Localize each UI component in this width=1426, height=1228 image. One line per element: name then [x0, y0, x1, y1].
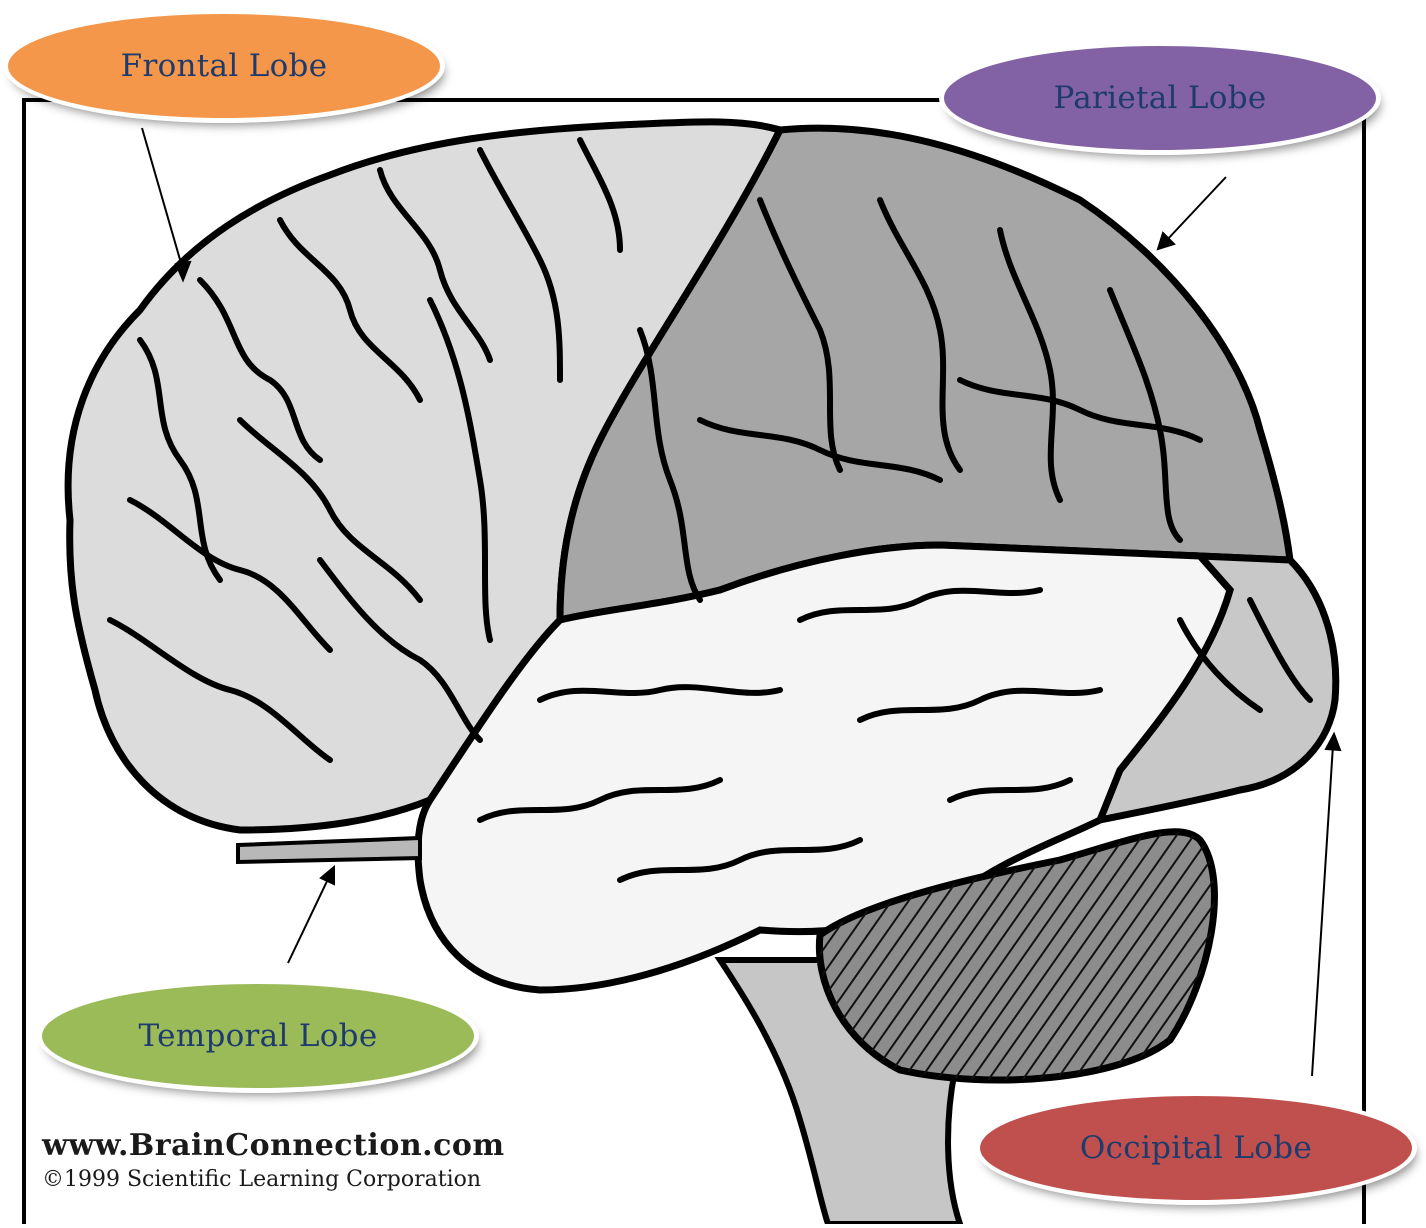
frontal-lobe-label: Frontal Lobe [8, 14, 440, 118]
occipital-arrowhead-icon [1326, 734, 1340, 750]
parietal-arrow-line [1166, 177, 1226, 241]
credit-copyright: ©1999 Scientific Learning Corporation [42, 1167, 505, 1192]
temporal-arrow-line [288, 877, 329, 963]
credit-block: www.BrainConnection.com ©1999 Scientific… [42, 1128, 505, 1192]
temporal-arrowhead-icon [321, 867, 334, 884]
frontal-lobe-label-text: Frontal Lobe [121, 48, 328, 84]
parietal-lobe-label-text: Parietal Lobe [1053, 80, 1266, 116]
temporal-lobe-label-text: Temporal Lobe [139, 1018, 378, 1054]
olfactory-tract [238, 838, 420, 862]
occipital-lobe-label-text: Occipital Lobe [1080, 1130, 1312, 1166]
occipital-arrow-line [1312, 745, 1333, 1076]
parietal-lobe-label: Parietal Lobe [944, 46, 1376, 150]
occipital-lobe-label: Occipital Lobe [980, 1096, 1412, 1200]
temporal-lobe-label: Temporal Lobe [42, 984, 474, 1088]
credit-website: www.BrainConnection.com [42, 1128, 505, 1163]
frontal-arrow-line [142, 128, 183, 270]
